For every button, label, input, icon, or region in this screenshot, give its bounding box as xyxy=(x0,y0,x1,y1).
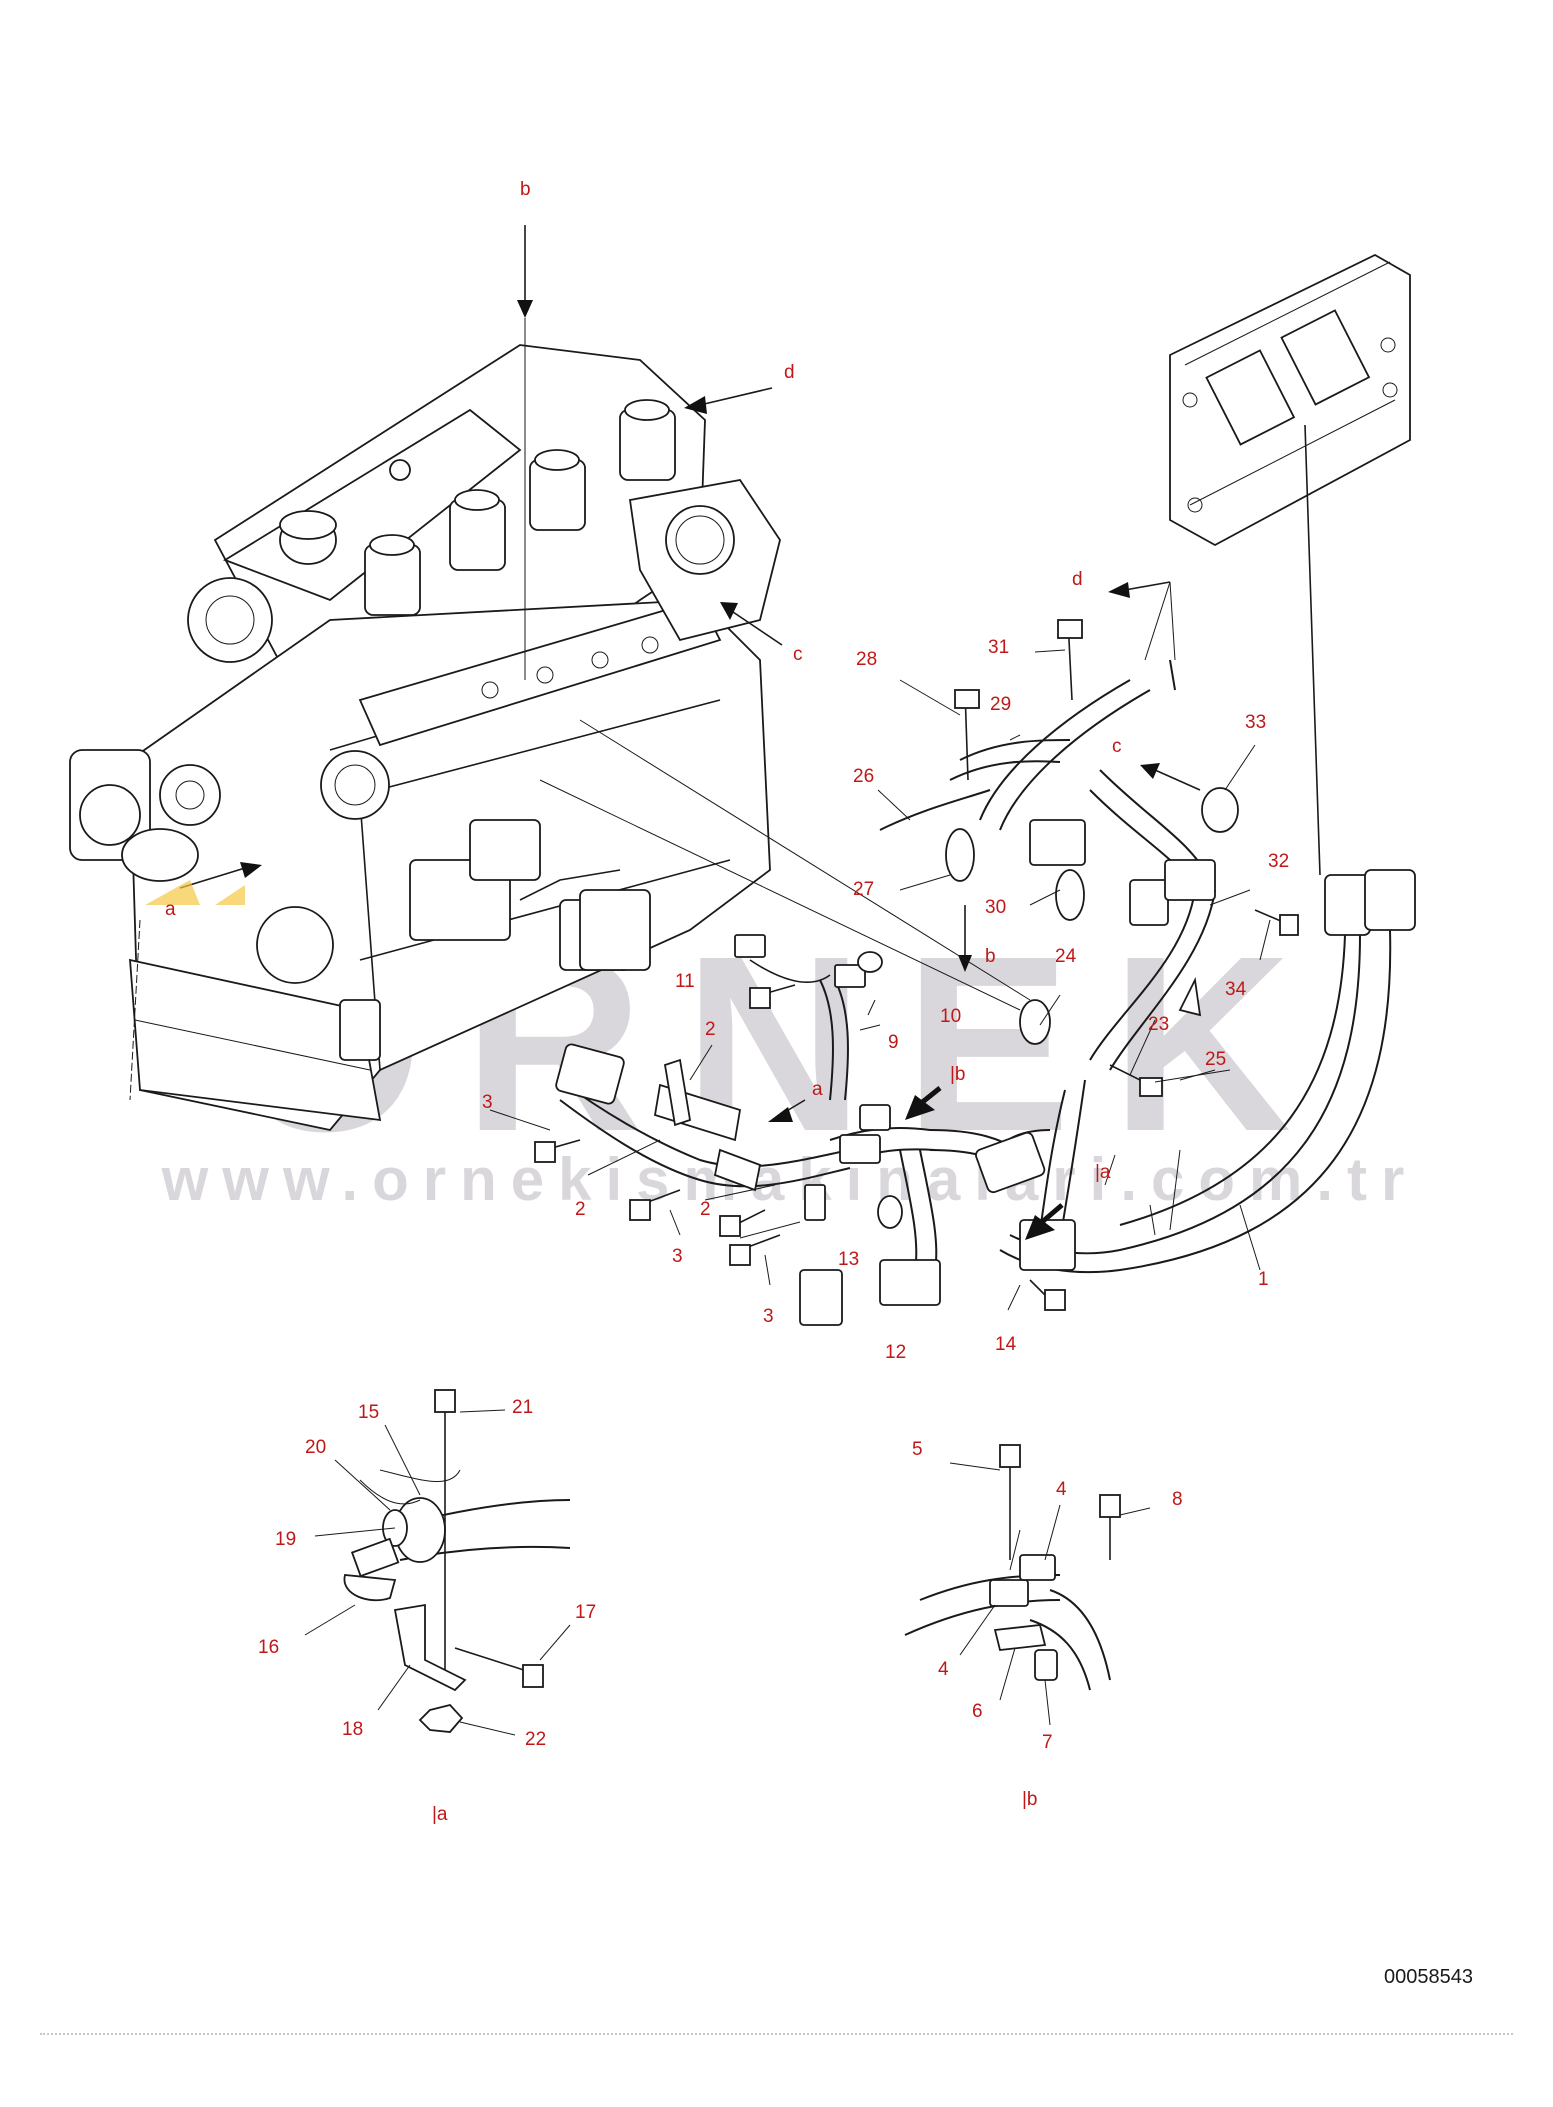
part-label-7: 7 xyxy=(1042,1732,1053,1753)
part-label-3: 3 xyxy=(672,1246,683,1267)
leader-lines xyxy=(304,649,1271,1736)
engine-assembly xyxy=(69,344,781,1131)
ref-letter-harness-a-detail: |a xyxy=(1095,1162,1111,1183)
part-label-22: 22 xyxy=(525,1729,546,1750)
part-label-8: 8 xyxy=(1172,1489,1183,1510)
ref-letter-harness-a: a xyxy=(812,1079,823,1100)
reference-letters: b d c a d c b a |b |a xyxy=(165,179,1122,1183)
ref-letter-engine-c: c xyxy=(793,644,803,665)
main-wire-harness xyxy=(534,619,1416,1326)
ref-letter-top-b: b xyxy=(520,179,531,200)
part-label-17: 17 xyxy=(575,1602,596,1623)
ref-letter-harness-c: c xyxy=(1112,736,1122,757)
part-label-24: 24 xyxy=(1055,946,1077,967)
ref-letter-harness-b-detail: |b xyxy=(950,1064,966,1085)
document-number: 00058543 xyxy=(1384,1966,1473,1988)
detail-a-caption: |a xyxy=(432,1804,448,1825)
injector-row xyxy=(364,399,676,616)
part-label-5: 5 xyxy=(912,1439,923,1460)
part-label-23: 23 xyxy=(1148,1014,1169,1035)
part-label-3: 3 xyxy=(763,1306,774,1327)
part-label-2: 2 xyxy=(575,1199,586,1220)
part-label-25: 25 xyxy=(1205,1049,1226,1070)
part-label-6: 6 xyxy=(972,1701,983,1722)
part-label-11: 11 xyxy=(675,971,695,992)
detail-b-caption: |b xyxy=(1022,1789,1038,1810)
ref-letter-harness-b: b xyxy=(985,946,996,967)
ref-letter-harness-d: d xyxy=(1072,569,1083,590)
part-label-10: 10 xyxy=(940,1006,961,1027)
part-label-2: 2 xyxy=(700,1199,711,1220)
part-label-9: 9 xyxy=(888,1032,899,1053)
part-label-21: 21 xyxy=(512,1397,533,1418)
bolts xyxy=(534,619,1299,1311)
ref-letter-top-d: d xyxy=(784,362,795,383)
reference-arrows xyxy=(145,225,1201,1122)
detail-b-view xyxy=(904,1444,1121,1691)
part-label-14: 14 xyxy=(995,1334,1017,1355)
part-label-29: 29 xyxy=(990,694,1011,715)
part-label-26: 26 xyxy=(853,766,874,787)
part-label-19: 19 xyxy=(275,1529,296,1550)
part-label-18: 18 xyxy=(342,1719,363,1740)
ref-letter-engine-a: a xyxy=(165,899,176,920)
part-label-4: 4 xyxy=(1056,1479,1067,1500)
part-label-4: 4 xyxy=(938,1659,949,1680)
part-label-33: 33 xyxy=(1245,712,1266,733)
part-label-34: 34 xyxy=(1225,979,1247,1000)
part-label-20: 20 xyxy=(305,1437,326,1458)
part-number-labels: 1 2 2 2 3 3 3 4 4 5 6 7 8 9 10 11 12 13 … xyxy=(258,637,1289,1753)
part-label-28: 28 xyxy=(856,649,877,670)
part-label-3: 3 xyxy=(482,1092,493,1113)
detail-a-view xyxy=(343,1389,571,1733)
watermark-url: www.ornekismakinalari.com.tr xyxy=(161,1146,1419,1213)
part-label-13: 13 xyxy=(838,1249,859,1270)
part-label-15: 15 xyxy=(358,1402,379,1423)
ecu-controller xyxy=(1169,253,1411,876)
part-label-1: 1 xyxy=(1258,1269,1269,1290)
part-label-12: 12 xyxy=(885,1342,906,1363)
part-label-27: 27 xyxy=(853,879,874,900)
part-label-31: 31 xyxy=(988,637,1009,658)
footer-divider xyxy=(40,2033,1513,2035)
part-label-32: 32 xyxy=(1268,851,1289,872)
part-label-30: 30 xyxy=(985,897,1006,918)
part-label-2: 2 xyxy=(705,1019,716,1040)
part-label-16: 16 xyxy=(258,1637,279,1658)
